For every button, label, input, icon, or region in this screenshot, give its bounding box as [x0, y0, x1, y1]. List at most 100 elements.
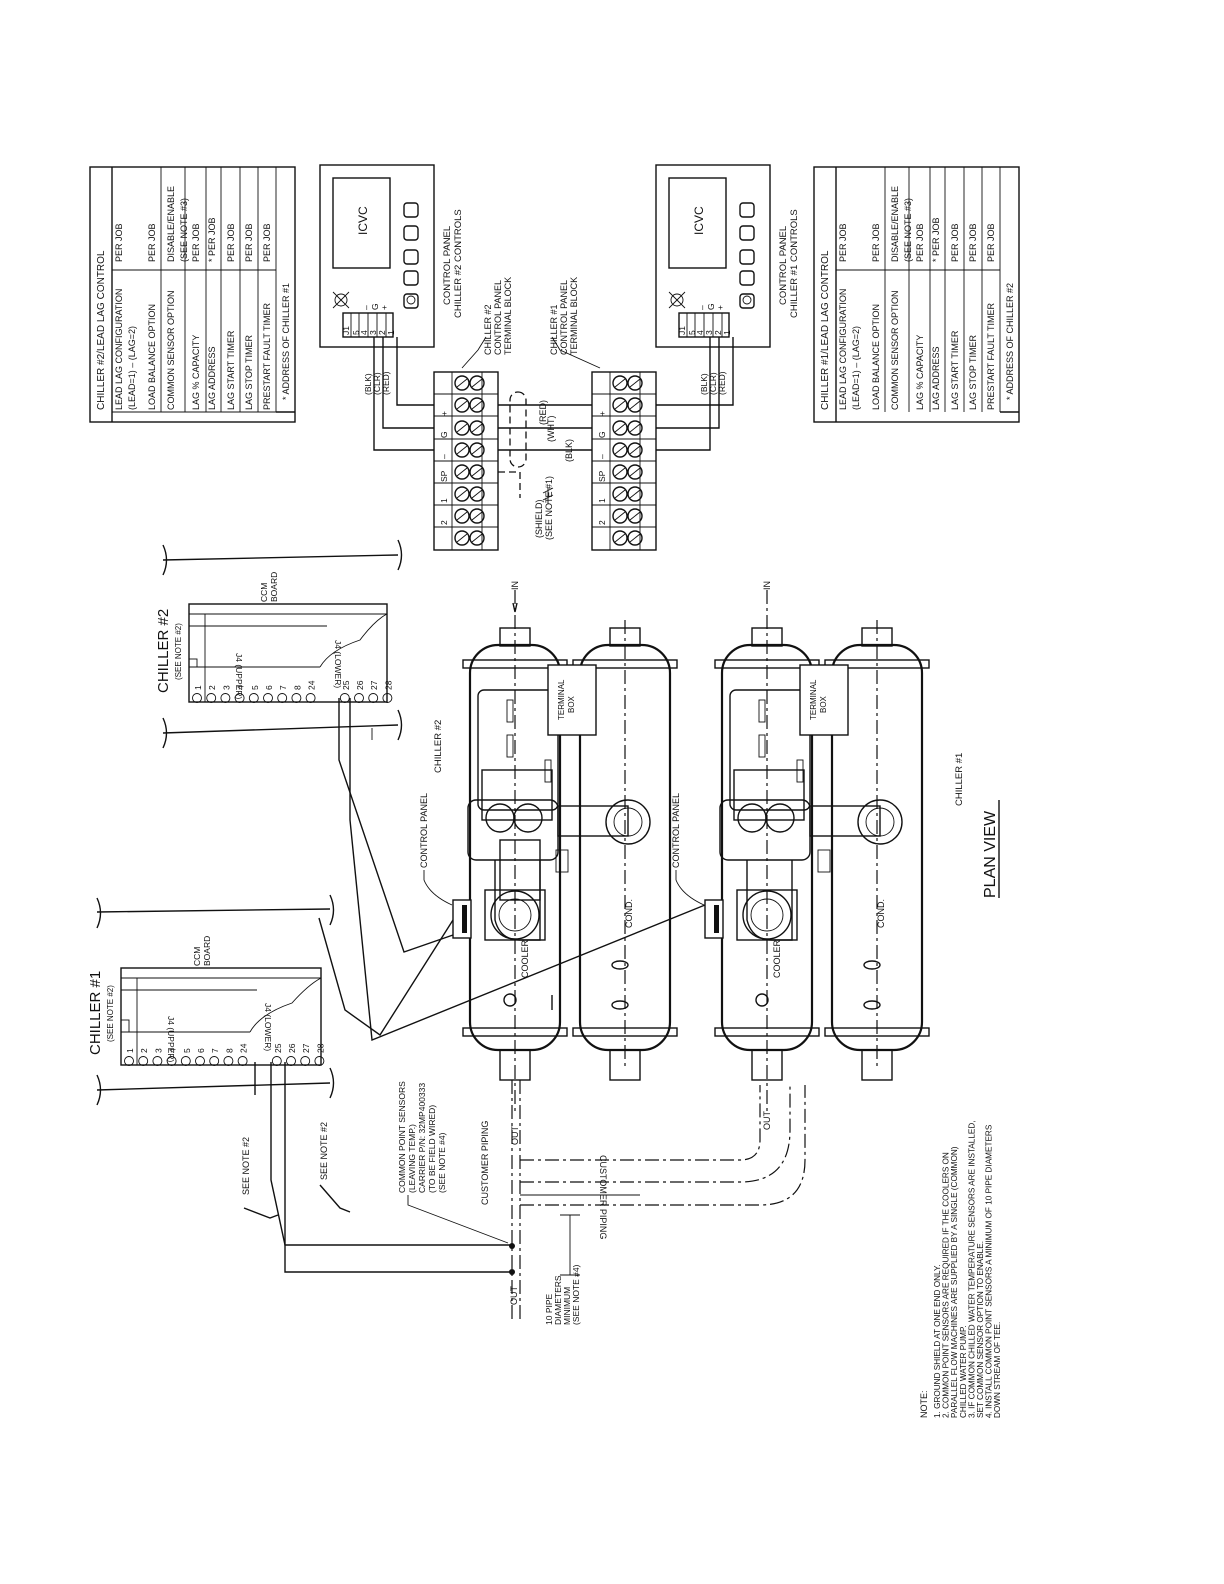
ccm-pin-label: 26 [287, 1043, 297, 1053]
terminal-slot [629, 445, 641, 455]
ccm-pin-circle [339, 693, 350, 703]
terminal-slot [629, 378, 641, 388]
ccm-pin-label: 26 [355, 680, 365, 690]
terminal-block-label: CHILLER #1 [549, 304, 559, 355]
terminal-screw [627, 442, 643, 458]
ccm-pin-circle [286, 1056, 296, 1066]
table-cell-label: LAG % CAPACITY [915, 335, 925, 410]
pipe-diameter-text: 10 PIPE [544, 1293, 554, 1325]
table-header: CHILLER #1/LEAD LAG CONTROL [820, 250, 831, 410]
terminal-slot [614, 467, 626, 477]
ccm-wiring [243, 698, 706, 1273]
table-cell-value: PER JOB [986, 223, 996, 262]
table-cell-label: LOAD BALANCE OPTION [871, 304, 881, 410]
table-cell-value: PER JOB [244, 223, 254, 262]
ccm-board-label: BOARD [269, 572, 279, 602]
ccm-pin-label: 25 [273, 1043, 283, 1053]
control-panel-label: CHILLER #1 CONTROLS [789, 209, 800, 318]
j1-pin-label: 1 [386, 330, 396, 335]
ccm-pin-circle [354, 693, 364, 703]
table-header: CHILLER #2/LEAD LAG CONTROL [96, 250, 107, 410]
table-cell-value: PER JOB [114, 223, 124, 262]
customer-piping-label: CUSTOMER PIPING [480, 1121, 490, 1205]
see-note-2-label: SEE NOTE #2 [319, 1122, 329, 1180]
terminal-label: SP [597, 470, 607, 482]
terminal-block-label: TERMINAL BLOCK [503, 277, 513, 355]
terminal-screw [469, 486, 485, 502]
note-line: CHILLED WATER PUMP. [959, 1325, 968, 1418]
ccm-pin-circle [305, 693, 316, 703]
in-label: IN [510, 581, 520, 590]
ccm-pin-label: 4 [236, 685, 246, 690]
terminal-slot [456, 400, 468, 410]
out-label: OUT [762, 1111, 772, 1131]
terminal-screw [469, 375, 485, 391]
wire-label-wht: (WHT) [546, 416, 556, 443]
ccm-pin-circle [192, 693, 202, 703]
ccm-pin-circle [138, 1056, 149, 1066]
in-label: IN [762, 581, 772, 590]
j4-lower-label: J4 (LOWER) [263, 1003, 273, 1051]
terminal-slot [471, 378, 483, 388]
terminal-box-label: TERMINAL [809, 679, 818, 720]
terminal-label: 2 [597, 520, 607, 525]
cond-label: COND. [876, 899, 886, 928]
j1-pin-label: J1 [341, 326, 351, 335]
terminal-slot [614, 533, 626, 543]
ccm-note: (SEE NOTE #2) [174, 623, 183, 680]
terminal-slot [456, 378, 468, 388]
ccm-pin-circle [180, 1056, 191, 1066]
terminal-label: + [597, 411, 607, 416]
table-cell-value: PER JOB [838, 223, 848, 262]
terminal-slot [456, 533, 468, 543]
pipe-diameter-text: MINIMUM [562, 1287, 572, 1325]
j1-pin-label: J1 [677, 326, 687, 335]
j1-pin-label: 2 [713, 330, 723, 335]
ccm-pin-label: 25 [341, 680, 351, 690]
terminal-screw [627, 530, 643, 546]
terminal-label: – [597, 454, 607, 459]
ccm-title: CHILLER #1 [87, 971, 104, 1055]
terminal-slot [629, 489, 641, 499]
terminal-screw [627, 397, 643, 413]
ccm-pin-circle [368, 693, 379, 703]
customer-piping: CUSTOMER PIPING CUSTOMER PIPING OUT COMM… [241, 1080, 806, 1325]
sensor-callout-text: CARRIER P/N: 32MP400333 [417, 1083, 427, 1193]
terminal-screw [454, 375, 470, 391]
ccm-pin-label: 24 [239, 1043, 249, 1053]
terminal-slot [614, 423, 626, 433]
wire-label-blk: (BLK) [564, 439, 574, 462]
table-cell-value: (SEE NOTE #3) [179, 198, 189, 262]
ccm-pin-label: 7 [278, 685, 288, 690]
ccm-board-chiller-2: CHILLER #2 (SEE NOTE #2) CCM BOARD J4 (U… [155, 539, 403, 749]
ccm-pin-label: 5 [182, 1048, 192, 1053]
table-cell-value: PER JOB [226, 223, 236, 262]
terminal-screw [469, 530, 485, 546]
j4-lower-label: J4 (LOWER) [333, 640, 343, 688]
terminal-label: 1 [597, 498, 607, 503]
ccm-pin-label: 6 [264, 685, 274, 690]
terminal-block-label: CONTROL PANEL [559, 280, 569, 355]
ccm-pin-circle [124, 1056, 134, 1066]
table-cell-label: (LEAD=1) – (LAG=2) [851, 326, 861, 410]
j1-pin-label: 5 [687, 330, 697, 335]
terminal-screw [612, 420, 628, 436]
control-panel-chiller-1: ICVC CONTROL PANEL CHILLER #1 CONTROLS J… [655, 164, 800, 395]
ccm-pin-label: 2 [139, 1048, 149, 1053]
j1-pin-label: 3 [704, 330, 714, 335]
ccm-pin-label: 4 [168, 1048, 178, 1053]
table-cell-value: PER JOB [147, 223, 157, 262]
ccm-pin-circle [220, 693, 231, 703]
terminal-slot [456, 423, 468, 433]
table-cell-label: PRESTART FAULT TIMER [986, 302, 996, 410]
terminal-label: 1 [439, 498, 449, 503]
terminal-slot [471, 400, 483, 410]
ccm-pin-circle [277, 693, 288, 703]
control-wiring: (RED) (WHT) (BLK) (SHIELD) (SEE NOTE #1) [373, 337, 734, 540]
terminal-screw [612, 464, 628, 480]
chiller-2-plan: TERMINAL BOX CHILLER #2 CONTROL PANEL CO… [419, 581, 678, 1145]
j1-wire-label: (BLK) [363, 373, 373, 395]
terminal-box-label: BOX [819, 695, 828, 713]
